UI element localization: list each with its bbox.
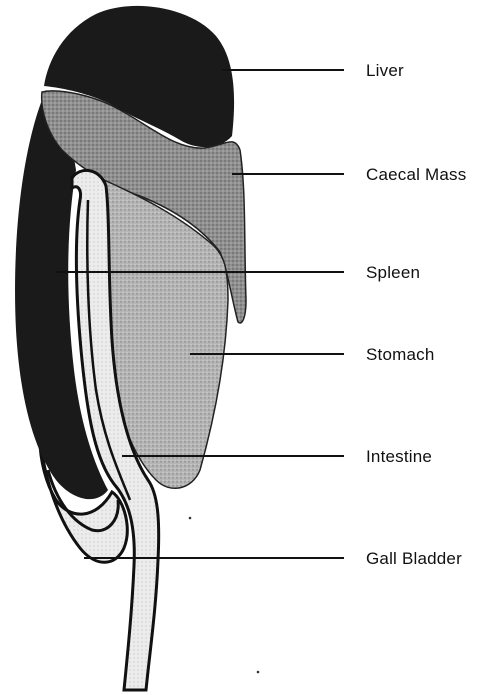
label-spleen: Spleen xyxy=(366,263,420,283)
speck-2 xyxy=(257,671,260,674)
label-gall-bladder: Gall Bladder xyxy=(366,549,462,569)
label-caecal-mass: Caecal Mass xyxy=(366,165,466,185)
label-intestine: Intestine xyxy=(366,447,432,467)
speck-1 xyxy=(189,517,192,520)
label-stomach: Stomach xyxy=(366,345,435,365)
label-liver: Liver xyxy=(366,61,404,81)
